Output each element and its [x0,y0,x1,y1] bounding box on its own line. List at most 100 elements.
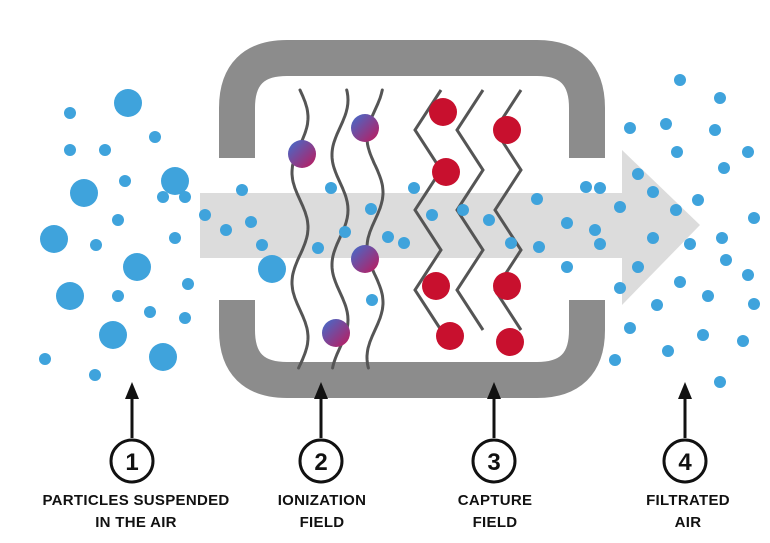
stage-3-marker: 3 [471,382,517,484]
air-particle [169,232,181,244]
stage-1-marker: 1 [109,382,155,484]
stage-4-number: 4 [678,449,692,476]
air-particle [144,306,156,318]
captured-particle [436,322,464,350]
air-particle [737,335,749,347]
air-particle [365,203,377,215]
air-particle [594,182,606,194]
air-particle [624,122,636,134]
air-particle [325,182,337,194]
air-particle [670,204,682,216]
air-particle [256,239,268,251]
ionization-wire [290,88,310,370]
air-particle [149,131,161,143]
air-particle [632,168,644,180]
charged-particle [288,140,316,168]
charged-particles [288,114,379,347]
air-particle [748,298,760,310]
air-particle [56,282,84,310]
stage-3-label-line2: FIELD [472,514,518,531]
air-particle [182,278,194,290]
air-particle [647,186,659,198]
air-particle [624,322,636,334]
air-particle [245,216,257,228]
air-particle [505,237,517,249]
air-particle [123,253,151,281]
air-particle [89,369,101,381]
stage-2-label: IONIZATION FIELD [247,490,397,534]
stage-markers: 1 2 3 4 [109,382,708,484]
air-particle [179,312,191,324]
air-particle [614,282,626,294]
air-particle [179,191,191,203]
air-particle [720,254,732,266]
airflow-arrow [200,150,700,305]
air-particle [742,269,754,281]
air-particle [561,217,573,229]
air-particle [647,232,659,244]
air-particles [39,74,760,388]
air-particle [674,74,686,86]
air-particle [561,261,573,273]
air-particle [702,290,714,302]
air-particle [408,182,420,194]
air-particle [119,175,131,187]
air-particle [161,167,189,195]
air-particle [398,237,410,249]
air-particle [651,299,663,311]
stage-1-label-line2: IN THE AIR [95,514,177,531]
air-particle [614,201,626,213]
air-particle [709,124,721,136]
air-particle [157,191,169,203]
air-particle [748,212,760,224]
stage-1-number: 1 [125,449,138,476]
air-particle [39,353,51,365]
arrow-up-icon [487,382,501,399]
air-particle [312,242,324,254]
air-particle [99,144,111,156]
captured-particles [422,98,524,356]
stage-4-label-line2: AIR [674,514,702,531]
arrow-up-icon [678,382,692,399]
capture-plate [413,89,443,331]
air-particle [609,354,621,366]
arrow-up-icon [125,382,139,399]
air-particle [533,241,545,253]
stage-number-circle [662,438,708,484]
stage-4-label: FILTRATED AIR [618,490,758,534]
stage-2-label-line2: FIELD [299,514,345,531]
captured-particle [496,328,524,356]
air-particle [697,329,709,341]
stage-number-circle [471,438,517,484]
air-particle [580,181,592,193]
stage-1-label: PARTICLES SUSPENDED IN THE AIR [10,490,262,534]
arrow-up-icon [314,382,328,399]
air-particle [742,146,754,158]
stage-4-label-line1: FILTRATED [646,492,730,509]
captured-particle [493,272,521,300]
air-particle [714,376,726,388]
stage-1-label-line1: PARTICLES SUSPENDED [42,492,230,509]
air-particle [662,345,674,357]
air-particle [40,225,68,253]
air-particle [718,162,730,174]
charged-particle [351,245,379,273]
stage-number-circle [298,438,344,484]
air-particle [382,231,394,243]
air-particle [660,118,672,130]
air-particle [366,294,378,306]
captured-particle [493,116,521,144]
air-particle [671,146,683,158]
captured-particle [422,272,450,300]
air-particle [114,89,142,117]
air-particle [236,184,248,196]
air-particle [531,193,543,205]
air-particle [112,214,124,226]
air-particle [483,214,495,226]
stage-3-number: 3 [487,449,500,476]
air-particle [70,179,98,207]
air-particle [90,239,102,251]
air-particle [632,261,644,273]
stage-2-marker: 2 [298,382,344,484]
stage-4-marker: 4 [662,382,708,484]
